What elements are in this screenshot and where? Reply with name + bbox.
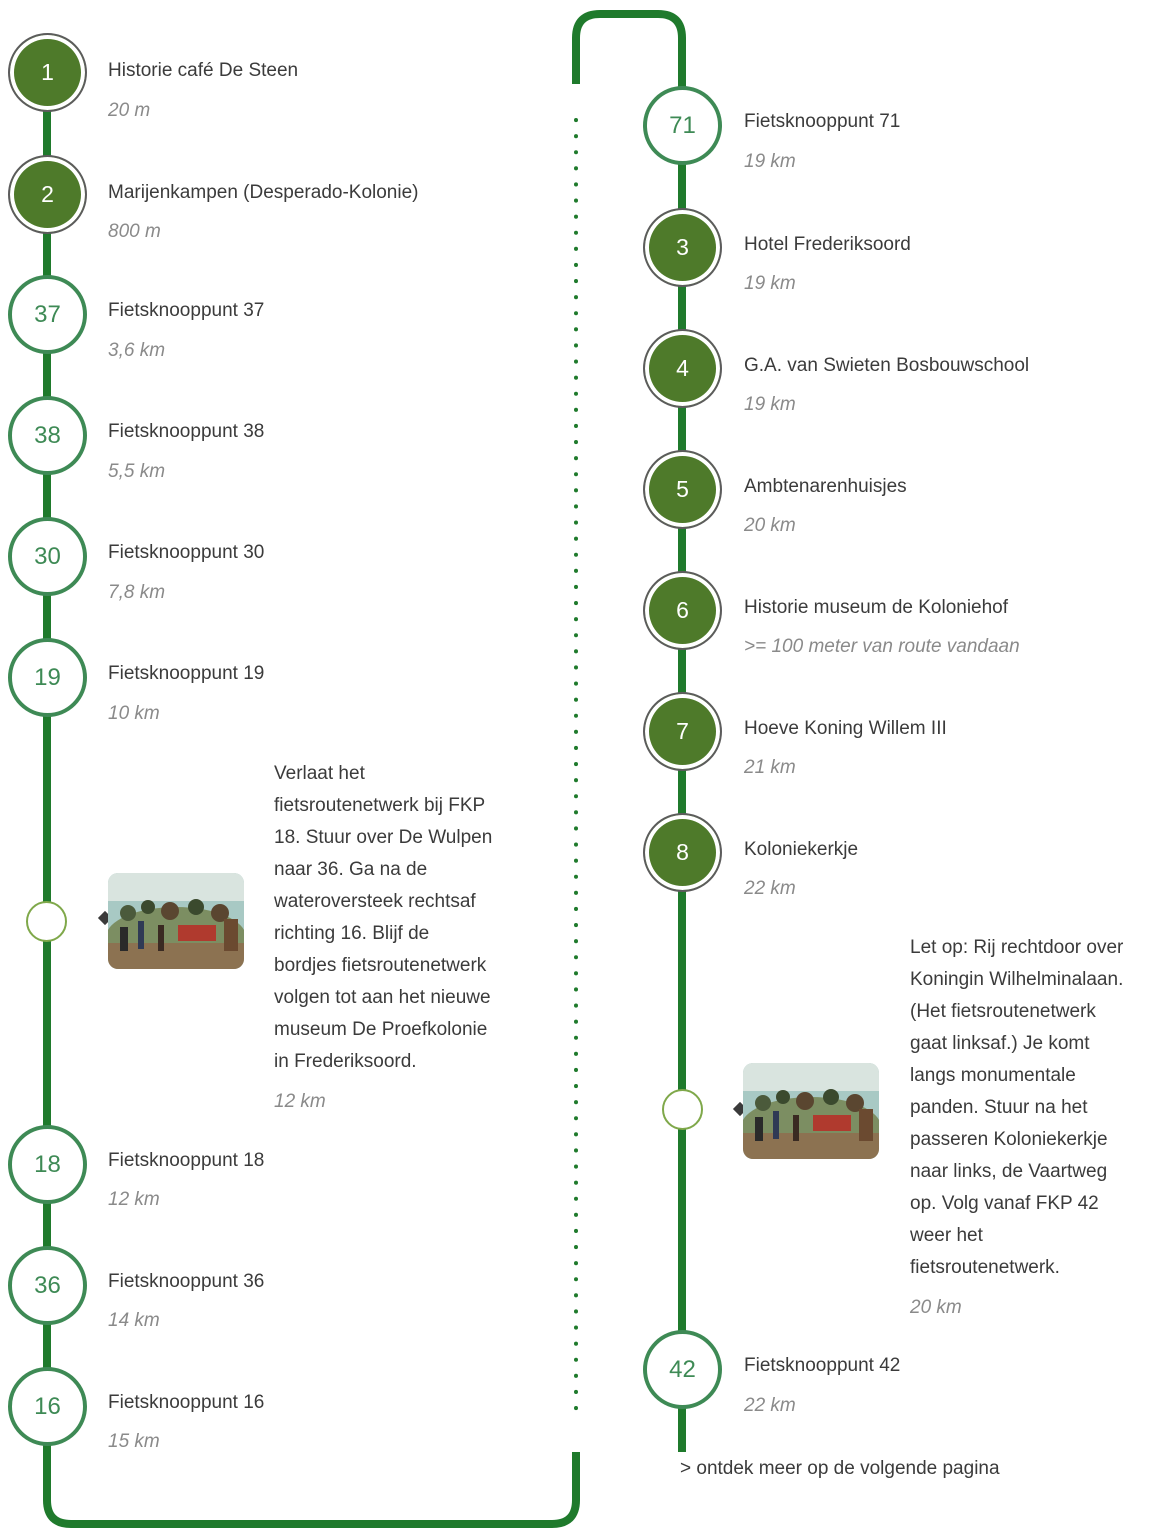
stop-distance: 7,8 km [108, 582, 166, 603]
note-line: wateroversteek rechtsaf [274, 891, 476, 912]
stop-title[interactable]: Fietsknooppunt 71 [744, 111, 901, 132]
note-line: naar 36. Ga na de [274, 859, 428, 880]
note-line: fietsroutenetwerk bij FKP [274, 795, 486, 816]
stop-distance: 10 km [108, 703, 160, 724]
stop-distance: 19 km [744, 394, 796, 415]
stop-title[interactable]: Historie café De Steen [108, 60, 299, 81]
poi-marker-8[interactable]: 8 [643, 813, 722, 892]
stop-title[interactable]: Ambtenarenhuisjes [744, 476, 907, 497]
stop-title[interactable]: Hotel Frederiksoord [744, 234, 911, 255]
note-line: Verlaat het [274, 763, 365, 784]
note-distance: 20 km [910, 1297, 962, 1318]
junction-marker-42[interactable]: 42 [643, 1330, 722, 1409]
stop-title[interactable]: Fietsknooppunt 18 [108, 1150, 265, 1171]
note-text: Verlaat het fietsroutenetwerk bij FKP 18… [274, 758, 536, 1078]
stop-distance: >= 100 meter van route vandaan [744, 636, 1020, 657]
stop-distance: 15 km [108, 1431, 160, 1452]
note-text: Let op: Rij rechtdoor over Koningin Wilh… [910, 932, 1150, 1284]
junction-marker-37[interactable]: 37 [8, 275, 87, 354]
note-line: fietsroutenetwerk. [910, 1257, 1060, 1278]
stop-title[interactable]: Fietsknooppunt 30 [108, 542, 265, 563]
stop-title[interactable]: Fietsknooppunt 36 [108, 1271, 265, 1292]
note-line: museum De Proefkolonie [274, 1019, 488, 1040]
stop-title[interactable]: Marijenkampen (Desperado-Kolonie) [108, 182, 419, 203]
stop-title[interactable]: G.A. van Swieten Bosbouwschool [744, 355, 1030, 376]
stop-distance: 22 km [744, 878, 796, 899]
stop-distance: 19 km [744, 151, 796, 172]
poi-marker-7[interactable]: 7 [643, 692, 722, 771]
stop-distance: 800 m [108, 221, 161, 242]
poi-marker-6[interactable]: 6 [643, 571, 722, 650]
next-page-link[interactable]: > ontdek meer op de volgende pagina [680, 1458, 1000, 1479]
historic-painting-thumbnail-icon[interactable] [108, 873, 244, 969]
stop-distance: 5,5 km [108, 461, 166, 482]
stop-title[interactable]: Fietsknooppunt 16 [108, 1392, 265, 1413]
note-line: panden. Stuur na het [910, 1097, 1088, 1118]
note-line: volgen tot aan het nieuwe [274, 987, 491, 1008]
junction-marker-38[interactable]: 38 [8, 396, 87, 475]
stop-title[interactable]: Hoeve Koning Willem III [744, 718, 947, 739]
stop-distance: 21 km [744, 757, 796, 778]
stop-title[interactable]: Historie museum de Koloniehof [744, 597, 1009, 618]
stop-distance: 20 km [744, 515, 796, 536]
poi-marker-2[interactable]: 2 [8, 155, 87, 234]
route-line-top-turn [572, 10, 686, 86]
note-line: Let op: Rij rechtdoor over [910, 937, 1124, 958]
poi-marker-1[interactable]: 1 [8, 33, 87, 112]
note-line: in Frederiksoord. [274, 1051, 417, 1072]
note-marker[interactable] [26, 901, 67, 942]
stop-distance: 19 km [744, 273, 796, 294]
note-line: richting 16. Blijf de [274, 923, 430, 944]
junction-marker-18[interactable]: 18 [8, 1125, 87, 1204]
note-marker[interactable] [662, 1089, 703, 1130]
historic-painting-thumbnail-icon[interactable] [743, 1063, 879, 1159]
note-distance: 12 km [274, 1091, 326, 1112]
note-line: 18. Stuur over De Wulpen [274, 827, 493, 848]
stop-distance: 12 km [108, 1189, 160, 1210]
stop-distance: 3,6 km [108, 340, 166, 361]
junction-marker-71[interactable]: 71 [643, 86, 722, 165]
note-line: Koningin Wilhelminalaan. [910, 969, 1124, 990]
note-line: naar links, de Vaartweg [910, 1161, 1108, 1182]
stop-title[interactable]: Fietsknooppunt 38 [108, 421, 265, 442]
junction-marker-19[interactable]: 19 [8, 638, 87, 717]
junction-marker-36[interactable]: 36 [8, 1246, 87, 1325]
junction-marker-16[interactable]: 16 [8, 1367, 87, 1446]
stop-distance: 14 km [108, 1310, 160, 1331]
note-line: op. Volg vanaf FKP 42 [910, 1193, 1099, 1214]
note-line: langs monumentale [910, 1065, 1076, 1086]
poi-marker-5[interactable]: 5 [643, 450, 722, 529]
note-line: (Het fietsroutenetwerk [910, 1001, 1096, 1022]
stop-title[interactable]: Fietsknooppunt 37 [108, 300, 265, 321]
stop-title[interactable]: Fietsknooppunt 42 [744, 1355, 901, 1376]
poi-marker-3[interactable]: 3 [643, 208, 722, 287]
stop-distance: 22 km [744, 1395, 796, 1416]
note-line: passeren Koloniekerkje [910, 1129, 1108, 1150]
stop-title[interactable]: Fietsknooppunt 19 [108, 663, 265, 684]
note-line: weer het [910, 1225, 983, 1246]
junction-marker-30[interactable]: 30 [8, 517, 87, 596]
note-line: gaat linksaf.) Je komt [910, 1033, 1090, 1054]
poi-marker-4[interactable]: 4 [643, 329, 722, 408]
stop-distance: 20 m [108, 100, 151, 121]
note-line: bordjes fietsroutenetwerk [274, 955, 487, 976]
stop-title[interactable]: Koloniekerkje [744, 839, 859, 860]
route-line-bottom-turn [43, 1450, 580, 1528]
